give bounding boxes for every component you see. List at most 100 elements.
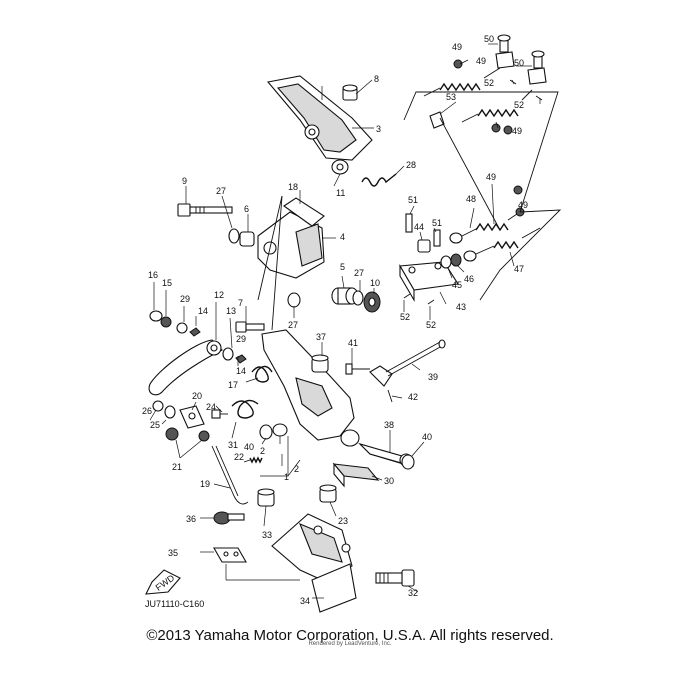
spring-31 [231, 399, 259, 419]
callout-3: 3 [376, 124, 381, 134]
collar-33 [257, 488, 275, 507]
callout-49: 49 [512, 126, 522, 136]
callout-19: 19 [200, 479, 210, 489]
callout-27: 27 [354, 268, 364, 278]
rod-39 [369, 339, 446, 387]
callout-numbers: 1223456789101112131414151617181920212223… [142, 34, 528, 606]
clip-52a [403, 293, 411, 299]
callout-48: 48 [466, 194, 476, 204]
nut-10 [363, 291, 381, 313]
cable-route [479, 209, 562, 301]
clip-26 [152, 400, 164, 412]
callout-35: 35 [168, 548, 178, 558]
washer-11 [331, 159, 349, 175]
callout-50: 50 [484, 34, 494, 44]
callout-27: 27 [288, 320, 298, 330]
callout-49: 49 [476, 56, 486, 66]
spring-28 [361, 173, 397, 187]
callout-1: 1 [284, 472, 289, 482]
bolt-24 [211, 409, 228, 419]
bracket-43 [399, 261, 459, 303]
callout-14: 14 [198, 306, 208, 316]
cable-frame-2 [439, 117, 501, 231]
callout-49: 49 [486, 172, 496, 182]
callout-24: 24 [206, 402, 216, 412]
callout-32: 32 [408, 588, 418, 598]
bolt-51b [433, 229, 441, 247]
callout-9: 9 [182, 176, 187, 186]
callout-52: 52 [484, 78, 494, 88]
callout-18: 18 [288, 182, 298, 192]
collar-44 [417, 239, 431, 253]
bolt-51a [405, 213, 413, 233]
callout-20: 20 [192, 391, 202, 401]
callout-13: 13 [226, 306, 236, 316]
callout-31: 31 [228, 440, 238, 450]
clip-52b [427, 299, 435, 305]
callout-11: 11 [336, 188, 345, 198]
brake-pedal-pad [266, 75, 373, 161]
washer-27a [228, 228, 240, 244]
collar-23 [319, 484, 337, 503]
nut-49b [491, 123, 501, 133]
nut-45 [440, 255, 452, 269]
cap-40b [401, 454, 415, 470]
callout-30: 30 [384, 476, 394, 486]
callout-51: 51 [408, 195, 418, 205]
cable-47 [463, 227, 541, 262]
callout-26: 26 [142, 406, 152, 416]
callout-49: 49 [452, 42, 462, 52]
callout-40: 40 [244, 442, 254, 452]
bolt-32 [375, 569, 415, 587]
pad-30 [332, 462, 380, 488]
nut-49e [503, 125, 513, 135]
nut-21a [165, 427, 179, 441]
clip-14a [189, 327, 201, 337]
pedal-rod [257, 195, 283, 301]
nut-49a [453, 59, 463, 69]
callout-38: 38 [384, 420, 394, 430]
cap-40a [272, 423, 288, 437]
callout-25: 25 [150, 420, 160, 430]
callout-2: 2 [294, 464, 299, 474]
collar-6 [239, 231, 255, 247]
washer-27b [352, 290, 364, 306]
callout-34: 34 [300, 596, 310, 606]
bolt-36 [213, 511, 245, 525]
washer-15 [160, 316, 172, 328]
washer-25 [164, 405, 176, 419]
callout-42: 42 [408, 392, 418, 402]
lever-12 [148, 339, 223, 396]
callout-41: 41 [348, 338, 358, 348]
washer-16 [149, 310, 163, 322]
callout-6: 6 [244, 204, 249, 214]
rod-19 [211, 445, 249, 505]
callout-14: 14 [236, 366, 246, 376]
clip-14b [235, 354, 247, 364]
nut-21b [198, 430, 210, 442]
callout-10: 10 [370, 278, 380, 288]
callout-15: 15 [162, 278, 172, 288]
cable-frame [403, 91, 559, 213]
collar-2 [259, 424, 273, 440]
callout-40: 40 [422, 432, 432, 442]
callout-17: 17 [228, 380, 238, 390]
callout-22: 22 [234, 452, 244, 462]
collar-37 [311, 354, 329, 373]
callout-36: 36 [186, 514, 196, 524]
cable-upper-1 [423, 34, 515, 97]
pedal-bracket-4 [257, 197, 325, 279]
bolt-9 [177, 203, 233, 217]
callout-29: 29 [236, 334, 246, 344]
spring-17 [251, 365, 273, 383]
callout-7: 7 [238, 298, 243, 308]
pedal-rod-2 [271, 195, 283, 331]
joint-20 [179, 405, 205, 429]
copyright-footer: ©2013 Yamaha Motor Corporation, U.S.A. A… [146, 627, 554, 644]
nut-49d [513, 185, 523, 195]
bolt-8 [342, 84, 358, 101]
cable-upper-2 [461, 50, 547, 123]
nut-46 [450, 253, 462, 267]
spring-22 [249, 456, 263, 464]
